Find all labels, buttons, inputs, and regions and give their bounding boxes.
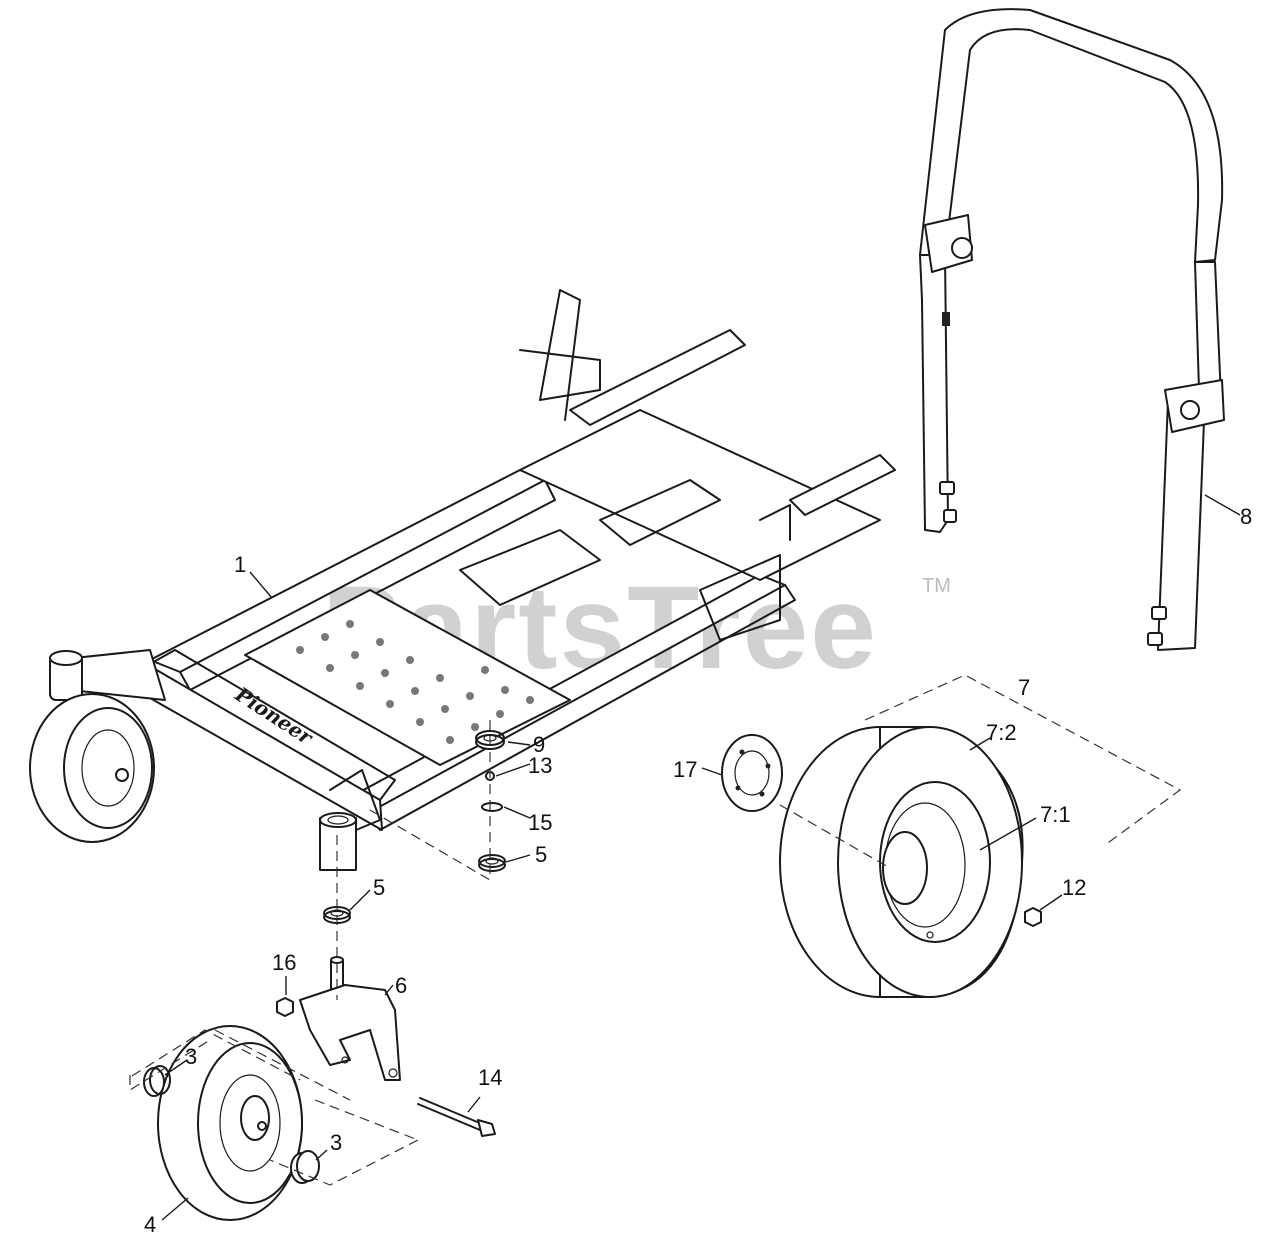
callout-3-left: 3	[185, 1044, 197, 1069]
spacer-3-left	[143, 1065, 171, 1097]
left-caster-assembled	[29, 649, 166, 843]
front-caster-wheel[interactable]	[157, 1025, 303, 1221]
callout-9: 9	[533, 732, 545, 757]
callout-5-upper: 5	[535, 842, 547, 867]
lug-nut-12	[1024, 907, 1042, 927]
main-frame[interactable]: Pioneer	[147, 289, 896, 831]
callout-7: 7	[1018, 675, 1030, 700]
foot-plate-holes	[296, 620, 534, 744]
watermark-trademark: TM	[922, 575, 951, 597]
rim-gasket-17	[721, 734, 783, 812]
assembly-lines	[129, 674, 1182, 1186]
bolt-14	[417, 1097, 496, 1137]
callouts: 1 3 3 4 5 5 6 7 7:2 7:1 8 9 12 13 14 15 …	[144, 504, 1252, 1237]
callout-14: 14	[478, 1065, 502, 1090]
callout-7-2: 7:2	[986, 720, 1017, 745]
callout-3-right: 3	[330, 1130, 342, 1155]
callout-16: 16	[272, 950, 296, 975]
callout-6: 6	[395, 973, 407, 998]
callout-12: 12	[1062, 875, 1086, 900]
callout-1: 1	[234, 552, 246, 577]
callout-15: 15	[528, 810, 552, 835]
roll-bar[interactable]	[919, 8, 1225, 651]
callout-5-lower: 5	[373, 875, 385, 900]
rear-wheel[interactable]	[779, 726, 1024, 998]
caster-fork[interactable]	[299, 956, 401, 1081]
pivot-tube	[319, 769, 381, 871]
callout-8: 8	[1240, 504, 1252, 529]
leader-lines	[161, 494, 1241, 1221]
callout-13: 13	[528, 753, 552, 778]
nut-16	[276, 997, 294, 1017]
callout-7-1: 7:1	[1040, 802, 1071, 827]
callout-17: 17	[673, 757, 697, 782]
callout-4: 4	[144, 1212, 156, 1237]
